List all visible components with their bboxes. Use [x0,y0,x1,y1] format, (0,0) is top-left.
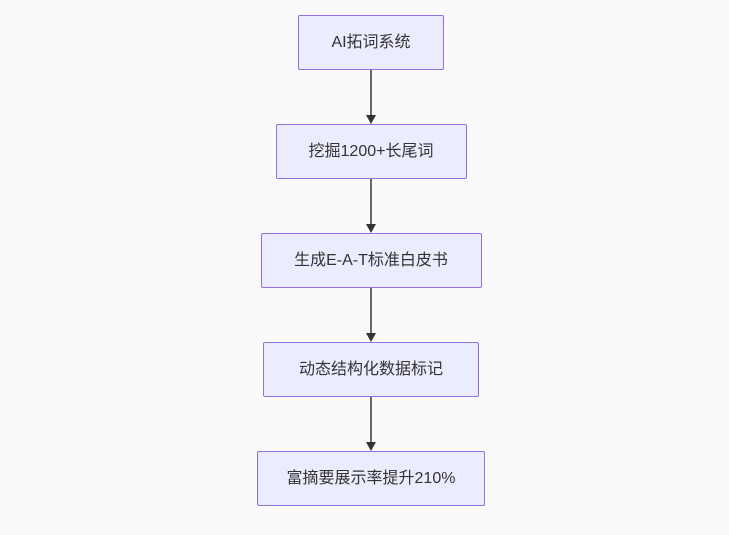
arrowhead-down-icon [366,224,376,233]
flow-node-eat-whitepaper: 生成E-A-T标准白皮书 [260,233,482,288]
flow-edge-3 [365,288,377,342]
node-label: AI拓词系统 [331,33,411,51]
edge-line [370,179,372,225]
flow-node-ai-keyword-system: AI拓词系统 [298,15,444,70]
arrowhead-down-icon [366,115,376,124]
node-label: 动态结构化数据标记 [298,360,443,378]
flow-node-rich-snippet-uplift: 富摘要展示率提升210% [257,451,485,506]
flow-edge-2 [365,179,377,233]
flow-node-longtail-mining: 挖掘1200+长尾词 [275,124,467,179]
node-label: 挖掘1200+长尾词 [308,142,434,160]
arrowhead-down-icon [366,442,376,451]
edge-line [370,288,372,334]
flow-edge-1 [365,70,377,124]
flow-node-structured-data-markup: 动态结构化数据标记 [263,342,479,397]
edge-line [370,397,372,443]
edge-line [370,70,372,116]
flow-edge-4 [365,397,377,451]
arrowhead-down-icon [366,333,376,342]
node-label: 生成E-A-T标准白皮书 [294,251,448,269]
node-label: 富摘要展示率提升210% [286,469,456,487]
flowchart: AI拓词系统 挖掘1200+长尾词 生成E-A-T标准白皮书 动态结构化数据标记 [257,15,485,506]
